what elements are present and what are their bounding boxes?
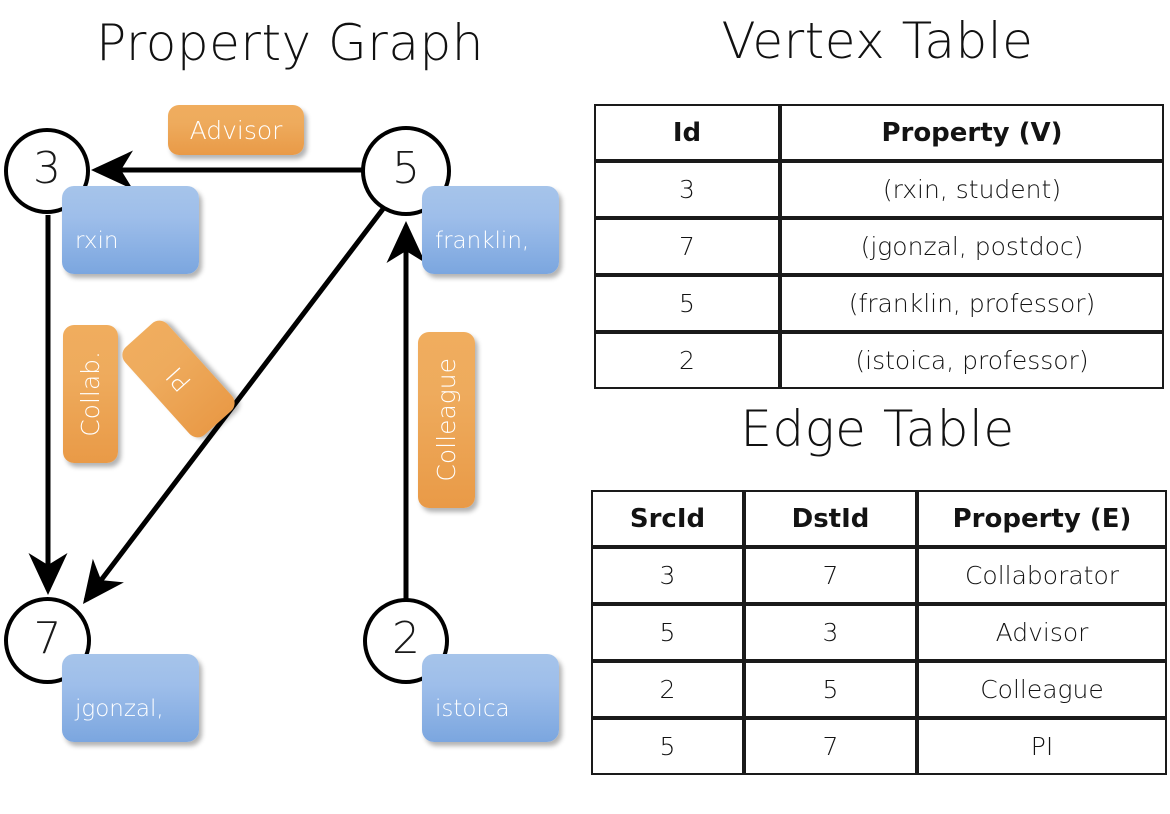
vertex-row-0-property: (rxin, student) — [780, 161, 1164, 218]
vertex-property-box-7: jgonzal, pst.doc. — [62, 654, 199, 782]
edge-row-0-src: 3 — [591, 547, 744, 604]
edge-table-col-property: Property (E) — [917, 490, 1167, 547]
property-graph-diagram: 3 rxin stu. 5 franklin, prof. 7 jgonzal,… — [0, 0, 585, 782]
vertex-table-col-property: Property (V) — [780, 104, 1164, 161]
edge-label-advisor-text: Advisor — [189, 115, 283, 145]
vertex-row-0-id: 3 — [594, 161, 780, 218]
edge-row-3-src: 5 — [591, 718, 744, 775]
edge-row-0-dst: 7 — [744, 547, 917, 604]
edge-row-3-dst: 7 — [744, 718, 917, 775]
edge-row-1-dst: 3 — [744, 604, 917, 661]
vertex-node-3-label: 3 — [33, 143, 61, 194]
edge-row-1-src: 5 — [591, 604, 744, 661]
edge-row-1-property: Advisor — [917, 604, 1167, 661]
edge-label-collab-text: Collab. — [76, 351, 105, 437]
table-row[interactable]: 5 (franklin, professor) — [594, 275, 1164, 332]
graph-edges-svg — [28, 150, 426, 604]
vertex-row-2-property: (franklin, professor) — [780, 275, 1164, 332]
vertex-property-box-7-line2: pst.doc. — [75, 755, 167, 782]
edge-table-col-srcid: SrcId — [591, 490, 744, 547]
edge-row-2-property: Colleague — [917, 661, 1167, 718]
table-row[interactable]: 5 7 PI — [591, 718, 1167, 775]
table-row[interactable]: 2 (istoica, professor) — [594, 332, 1164, 389]
edge-arrow-5-to-7 — [82, 203, 388, 604]
page-title-vertex-table: Vertex Table — [721, 12, 1034, 70]
edge-label-advisor: Advisor — [168, 105, 304, 155]
vertex-property-box-2-line2: prof. — [435, 755, 487, 782]
page-title-edge-table: Edge Table — [740, 400, 1015, 458]
edge-row-0-property: Collaborator — [917, 547, 1167, 604]
edge-label-collab: Collab. — [63, 325, 118, 463]
vertex-node-5[interactable]: 5 — [361, 126, 451, 216]
edge-table-col-dstid: DstId — [744, 490, 917, 547]
edge-label-colleague-text: Colleague — [432, 358, 461, 482]
vertex-row-2-id: 5 — [594, 275, 780, 332]
vertex-row-3-id: 2 — [594, 332, 780, 389]
edge-label-pi-text: PI — [160, 360, 197, 398]
table-row[interactable]: 3 7 Collaborator — [591, 547, 1167, 604]
vertex-row-3-property: (istoica, professor) — [780, 332, 1164, 389]
edge-table: SrcId DstId Property (E) 3 7 Collaborato… — [591, 490, 1167, 775]
vertex-property-box-7-line1: jgonzal, — [75, 695, 164, 722]
vertex-node-2[interactable]: 2 — [363, 598, 449, 684]
vertex-node-2-label: 2 — [392, 613, 420, 664]
vertex-property-box-5: franklin, prof. — [422, 186, 559, 314]
vertex-node-5-label: 5 — [392, 143, 420, 194]
edge-row-2-src: 2 — [591, 661, 744, 718]
vertex-row-1-id: 7 — [594, 218, 780, 275]
vertex-table-header-row: Id Property (V) — [594, 104, 1164, 161]
table-row[interactable]: 2 5 Colleague — [591, 661, 1167, 718]
vertex-table: Id Property (V) 3 (rxin, student) 7 (jgo… — [594, 104, 1164, 389]
vertex-row-1-property: (jgonzal, postdoc) — [780, 218, 1164, 275]
vertex-property-box-5-line1: franklin, — [435, 227, 530, 254]
table-row[interactable]: 7 (jgonzal, postdoc) — [594, 218, 1164, 275]
page-title-property-graph: Property Graph — [96, 14, 484, 72]
edge-table-header-row: SrcId DstId Property (E) — [591, 490, 1167, 547]
vertex-property-box-5-line2: prof. — [435, 287, 487, 314]
table-row[interactable]: 3 (rxin, student) — [594, 161, 1164, 218]
vertex-node-7-label: 7 — [33, 612, 62, 664]
vertex-property-box-3: rxin stu. — [62, 186, 199, 314]
vertex-property-box-2: istoica prof. — [422, 654, 559, 782]
edge-row-2-dst: 5 — [744, 661, 917, 718]
vertex-property-box-3-line2: stu. — [75, 287, 118, 314]
vertex-property-box-3-line1: rxin — [75, 227, 119, 254]
vertex-property-box-2-line1: istoica — [435, 695, 510, 722]
edge-label-colleague: Colleague — [418, 332, 475, 508]
edge-row-3-property: PI — [917, 718, 1167, 775]
vertex-table-col-id: Id — [594, 104, 780, 161]
table-row[interactable]: 5 3 Advisor — [591, 604, 1167, 661]
